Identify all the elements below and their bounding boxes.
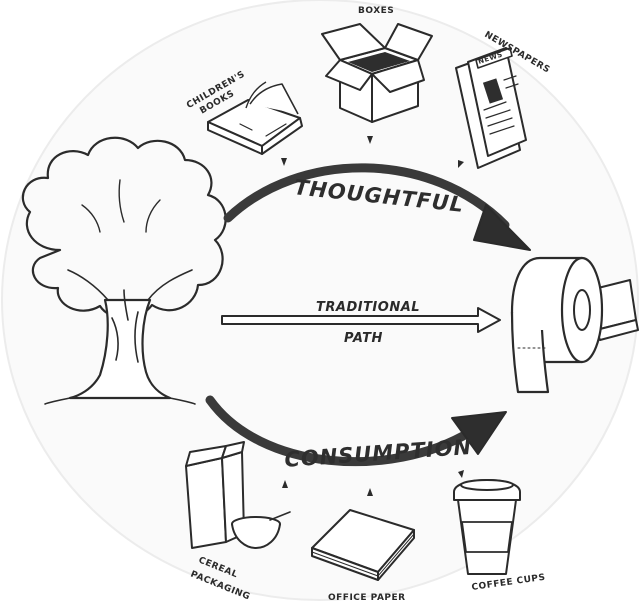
boxes-label: BOXES	[358, 6, 394, 16]
connector-arrows	[281, 136, 464, 496]
newspaper-icon: NEWS	[455, 47, 527, 169]
thoughtful-arrow	[223, 163, 531, 251]
paper-stack-icon	[311, 509, 415, 581]
box-icon	[321, 23, 433, 123]
traditional-label: TRADITIONAL	[316, 300, 420, 315]
office-paper-label: OFFICE PAPER	[328, 593, 406, 603]
coffee-cup-icon	[453, 479, 521, 575]
tree-icon	[21, 136, 227, 405]
bowl-icon	[231, 511, 291, 549]
traditional-path-arrow	[221, 307, 501, 333]
book-icon	[207, 81, 303, 155]
consumption-arrow	[205, 395, 507, 467]
toilet-paper-roll-icon	[510, 256, 639, 394]
path-label: PATH	[344, 331, 383, 346]
coffee-cups-label: COFFEE CUPS	[471, 573, 546, 593]
